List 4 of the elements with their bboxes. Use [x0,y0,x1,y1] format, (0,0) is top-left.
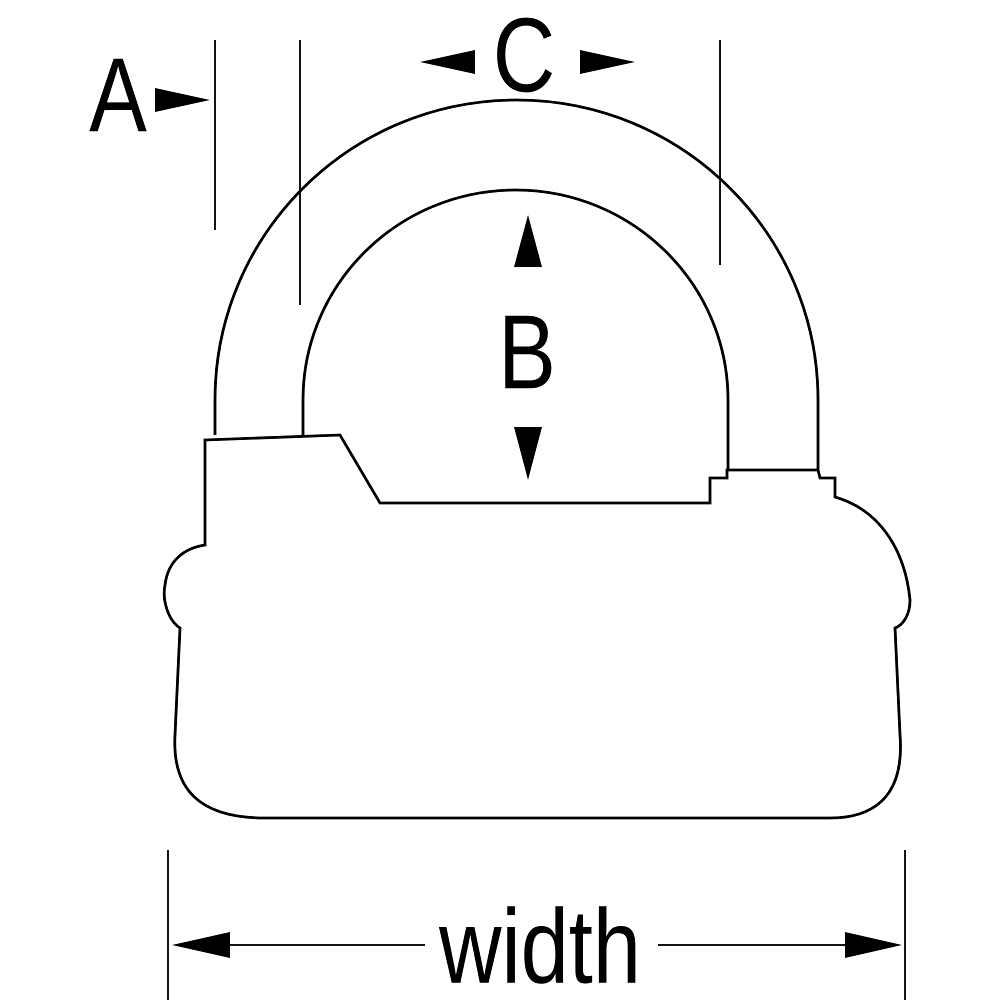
dimension-label: width [438,906,636,984]
dimension-label: B [505,316,552,388]
dimension-label: C [497,18,552,92]
dimension-label: A [89,58,147,132]
